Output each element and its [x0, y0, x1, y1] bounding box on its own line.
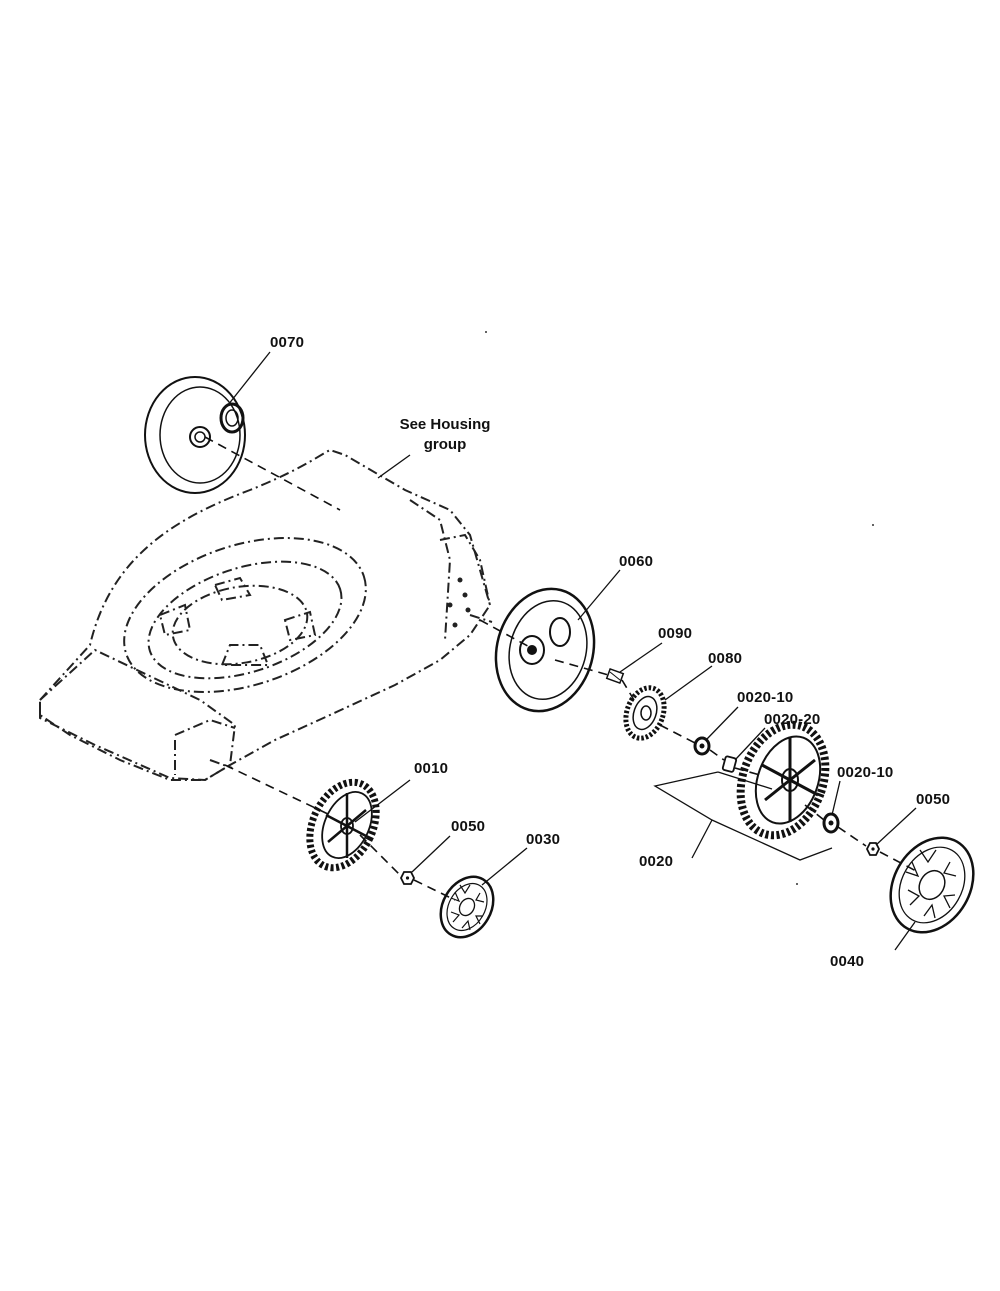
part-0050-nut-right	[865, 842, 881, 856]
scan-speck	[485, 331, 487, 333]
leader-lines	[227, 351, 917, 951]
mower-housing-phantom	[39, 448, 493, 782]
callout-0020-20: 0020-20	[764, 711, 821, 728]
callout-0070: 0070	[270, 334, 305, 351]
callout-0050-left: 0050	[451, 818, 486, 835]
part-0050-nut-left	[399, 871, 416, 885]
part-0080-gear	[623, 685, 667, 741]
housing-note-line2: group	[423, 436, 467, 453]
callout-0080: 0080	[708, 650, 743, 667]
housing-note-line1: See Housing	[399, 416, 491, 433]
part-0040-hubcap	[889, 836, 975, 934]
assembly-centerlines	[204, 436, 919, 901]
callout-0020-10-lower: 0020-10	[837, 764, 894, 781]
callout-0060: 0060	[619, 553, 654, 570]
callout-0050-right: 0050	[916, 791, 951, 808]
housing-reference-note: See Housing group	[385, 415, 505, 455]
part-0020-10-bushing-upper	[693, 736, 711, 756]
callout-0090: 0090	[658, 625, 693, 642]
part-0060-wheel-housing	[494, 587, 596, 713]
part-0010-front-wheel	[306, 778, 380, 872]
part-0070-cover	[144, 376, 246, 494]
callout-0020: 0020	[639, 853, 674, 870]
scan-speck	[796, 883, 798, 885]
callout-0010: 0010	[414, 760, 449, 777]
part-0020-20-spacer	[721, 755, 738, 773]
part-0020-rear-wheel	[736, 720, 830, 840]
part-0090-bolt	[605, 667, 625, 685]
part-0030-hubcap	[439, 875, 495, 939]
callout-0040: 0040	[830, 953, 865, 970]
part-0020-10-bushing-lower	[822, 812, 840, 834]
scan-speck	[872, 524, 874, 526]
callout-0030: 0030	[526, 831, 561, 848]
callout-0020-10-upper: 0020-10	[737, 689, 794, 706]
